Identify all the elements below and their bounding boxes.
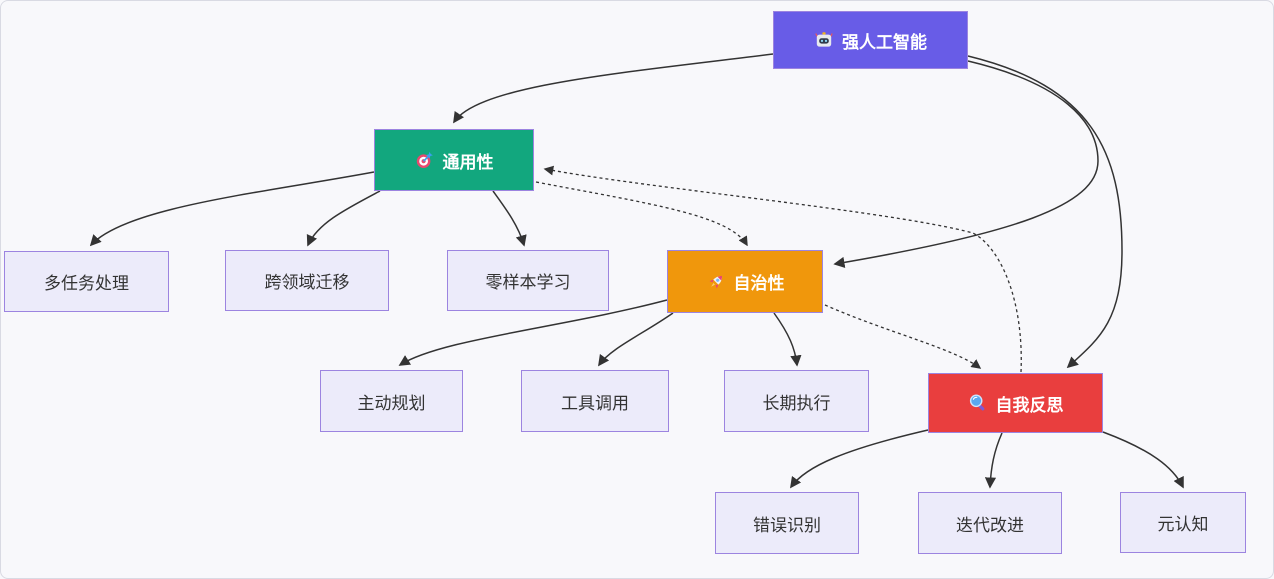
edge-reflection-iterate <box>984 432 1003 489</box>
node-strong-ai[interactable]: 强人工智能 <box>773 11 968 69</box>
node-label: 多任务处理 <box>44 274 129 293</box>
edge-root-reflection <box>967 55 1123 369</box>
node-autonomy[interactable]: 自治性 <box>667 250 823 313</box>
node-label: 迭代改进 <box>956 515 1024 535</box>
edge-root-generality <box>453 53 774 124</box>
node-label: 跨领域迁移 <box>264 273 350 292</box>
node-tooluse[interactable]: 工具调用 <box>521 370 669 432</box>
node-longterm[interactable]: 长期执行 <box>724 370 869 432</box>
node-label: 错误识别 <box>753 515 821 535</box>
node-label: 长期执行 <box>762 393 831 413</box>
node-generality[interactable]: 通用性 <box>374 129 534 191</box>
node-label: 自治性 <box>733 274 785 293</box>
edge-generality-autonomy-dotted <box>535 181 748 247</box>
node-label: 自我反思 <box>995 395 1064 415</box>
node-label: 主动规划 <box>357 393 426 413</box>
node-metacog[interactable]: 元认知 <box>1120 492 1246 553</box>
node-zeroshot[interactable]: 零样本学习 <box>447 250 609 311</box>
edge-reflection-metacog <box>1102 431 1184 489</box>
edge-autonomy-reflection-dotted <box>824 304 982 369</box>
robot-icon <box>814 30 834 50</box>
magnifier-icon <box>968 393 988 413</box>
node-reflection[interactable]: 自我反思 <box>928 373 1103 433</box>
target-icon <box>415 150 435 170</box>
edge-autonomy-tooluse <box>598 312 674 367</box>
node-crossdomain[interactable]: 跨领域迁移 <box>225 250 389 311</box>
edge-root-autonomy <box>833 60 1099 268</box>
node-error[interactable]: 错误识别 <box>715 492 859 554</box>
node-label: 元认知 <box>1157 515 1209 534</box>
edge-autonomy-longterm <box>773 312 802 367</box>
edge-generality-crossdomain <box>306 190 381 247</box>
node-label: 强人工智能 <box>842 32 927 52</box>
node-planning[interactable]: 主动规划 <box>320 370 463 432</box>
node-iterate[interactable]: 迭代改进 <box>918 492 1062 554</box>
edge-generality-zeroshot <box>492 190 527 247</box>
edge-generality-multitask <box>89 171 375 247</box>
node-label: 零样本学习 <box>485 273 571 292</box>
node-multitask[interactable]: 多任务处理 <box>4 251 169 312</box>
edge-reflection-error <box>790 429 929 489</box>
node-label: 通用性 <box>442 152 494 172</box>
node-label: 工具调用 <box>561 393 629 413</box>
rocket-icon <box>706 272 726 292</box>
